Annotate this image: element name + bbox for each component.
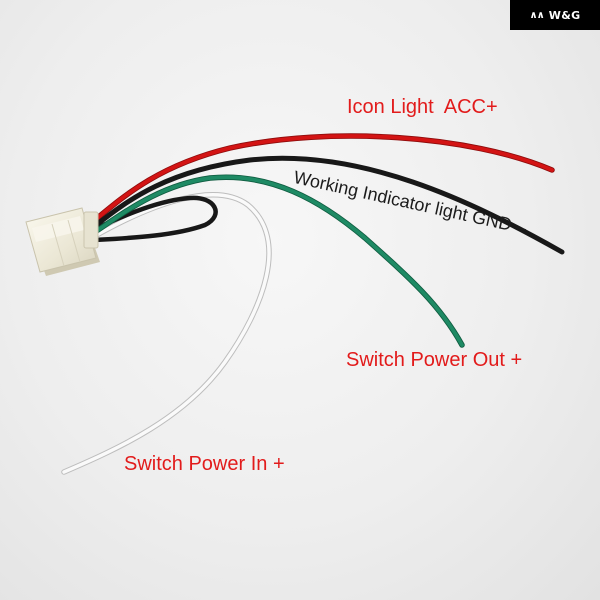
green-wire <box>92 174 465 348</box>
label-icon-light-acc: Icon Light ACC+ <box>347 96 498 118</box>
black-gnd-wire <box>92 155 565 255</box>
red-wire <box>92 133 555 223</box>
brand-badge: ∧∧ W&G <box>510 0 600 30</box>
black-loop-wire <box>92 195 218 243</box>
label-switch-power-in: Switch Power In + <box>124 453 285 475</box>
connector-housing <box>25 207 100 276</box>
brand-name: W&G <box>548 8 581 22</box>
label-switch-power-out: Switch Power Out + <box>346 349 523 371</box>
brand-logo-icon: ∧∧ <box>529 9 545 21</box>
